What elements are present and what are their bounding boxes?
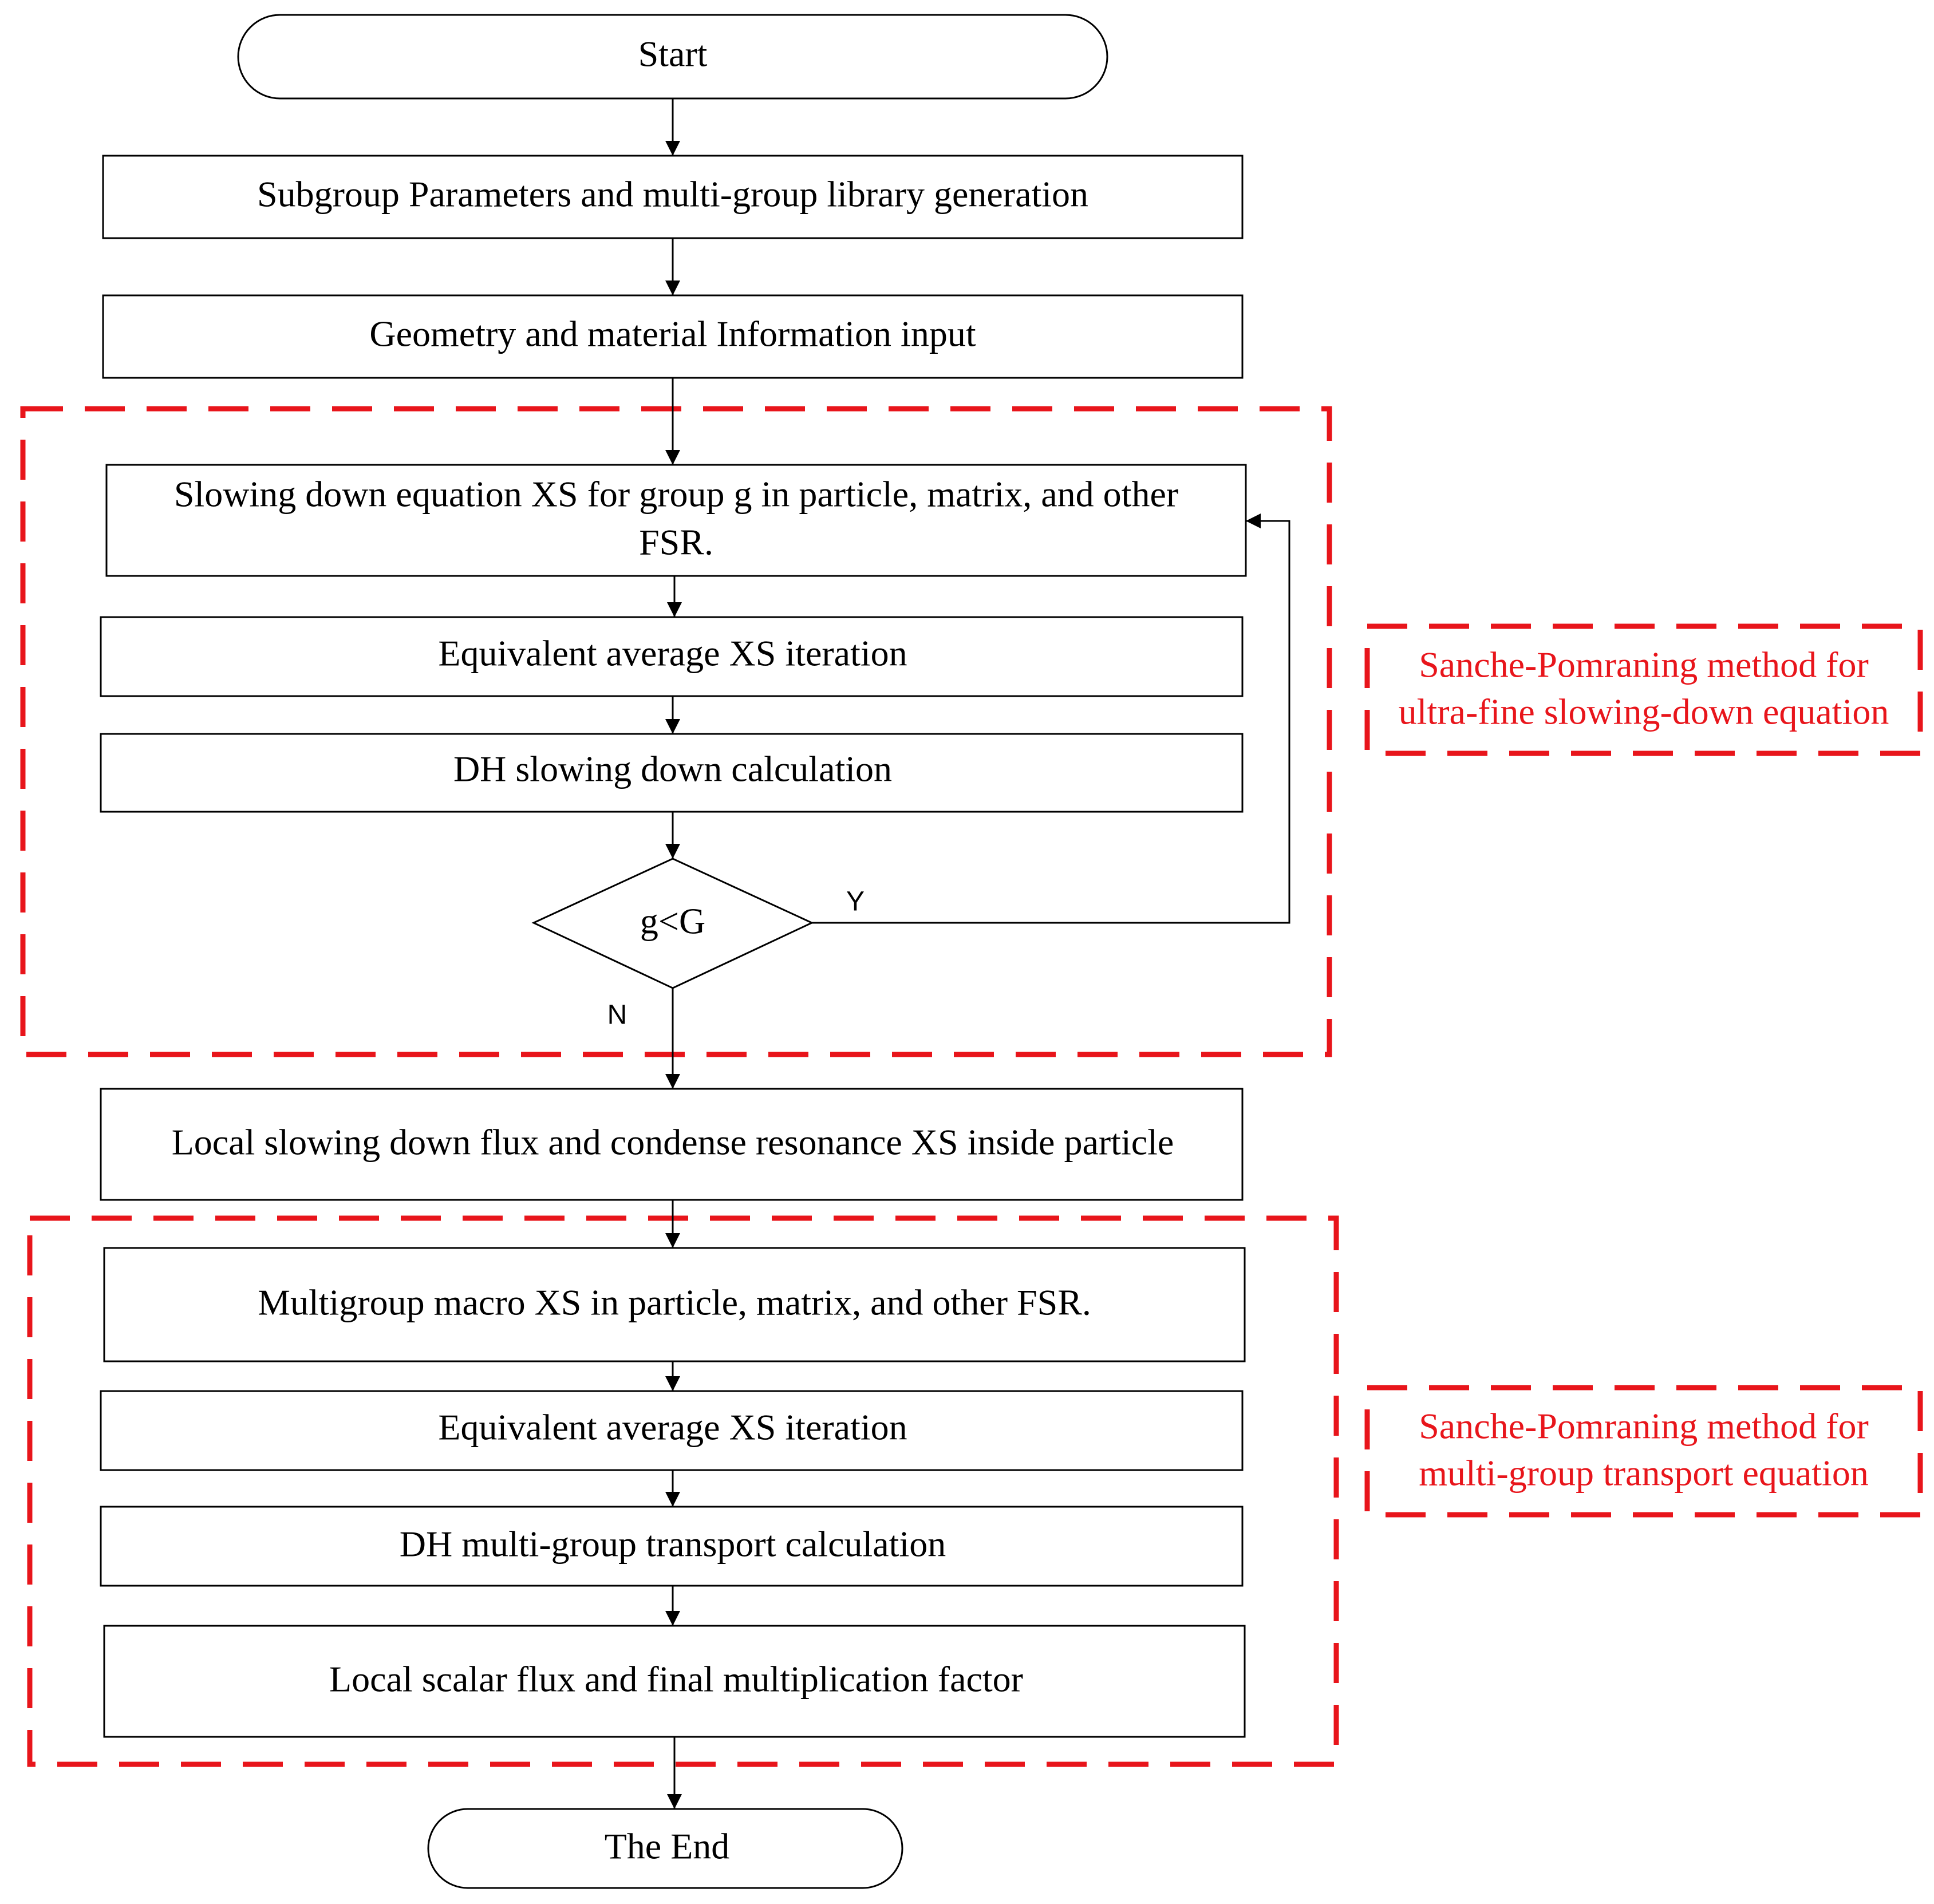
branch-no-label: N (607, 1000, 627, 1030)
local-slowing-flux-label: Local slowing down flux and condense res… (172, 1122, 1174, 1163)
multigroup-macro-box (103, 1247, 1246, 1362)
slowing-down-xs-box (105, 464, 1247, 577)
transport-note-line1: Sanche-Pomraning method for (1419, 1406, 1869, 1447)
decision-label: g<G (640, 901, 705, 942)
dh-slowing-down-box (100, 733, 1244, 813)
start-terminal (237, 14, 1108, 100)
end-label: The End (605, 1826, 730, 1867)
subgroup-params-box (102, 155, 1244, 239)
local-slowing-flux-box (100, 1088, 1244, 1201)
equiv-avg-1-box (100, 616, 1244, 697)
slowing-down-note-line1: Sanche-Pomraning method for (1419, 645, 1869, 685)
slowing-down-xs-label-line1: Slowing down equation XS for group g in … (174, 474, 1178, 515)
start-label: Start (638, 34, 708, 74)
slowing-down-xs-label-line2: FSR. (639, 522, 713, 563)
connector-decision-yes-loop (812, 513, 1290, 924)
slowing-down-group-frame (20, 406, 1332, 1057)
transport-note-frame (1364, 1385, 1923, 1518)
dh-slowing-down-label: DH slowing down calculation (453, 749, 892, 789)
transport-group-frame (27, 1215, 1339, 1767)
equiv-avg-1-label: Equivalent average XS iteration (438, 633, 907, 674)
dh-multigroup-label: DH multi-group transport calculation (400, 1524, 946, 1565)
geometry-input-box (102, 294, 1244, 379)
local-scalar-flux-box (103, 1625, 1246, 1738)
transport-note-line2: multi-group transport equation (1419, 1453, 1869, 1494)
decision-diamond (531, 858, 814, 989)
subgroup-params-label: Subgroup Parameters and multi-group libr… (257, 174, 1088, 215)
end-terminal (427, 1808, 903, 1889)
geometry-input-label: Geometry and material Information input (369, 314, 976, 354)
equiv-avg-2-box (100, 1390, 1244, 1471)
multigroup-macro-label: Multigroup macro XS in particle, matrix,… (258, 1282, 1091, 1323)
local-scalar-flux-label: Local scalar flux and final multiplicati… (329, 1659, 1023, 1700)
dh-multigroup-box (100, 1506, 1244, 1587)
slowing-down-note-frame (1364, 623, 1923, 756)
branch-yes-label: Y (846, 887, 865, 917)
equiv-avg-2-label: Equivalent average XS iteration (438, 1407, 907, 1448)
slowing-down-note-line2: ultra-fine slowing-down equation (1399, 692, 1889, 732)
